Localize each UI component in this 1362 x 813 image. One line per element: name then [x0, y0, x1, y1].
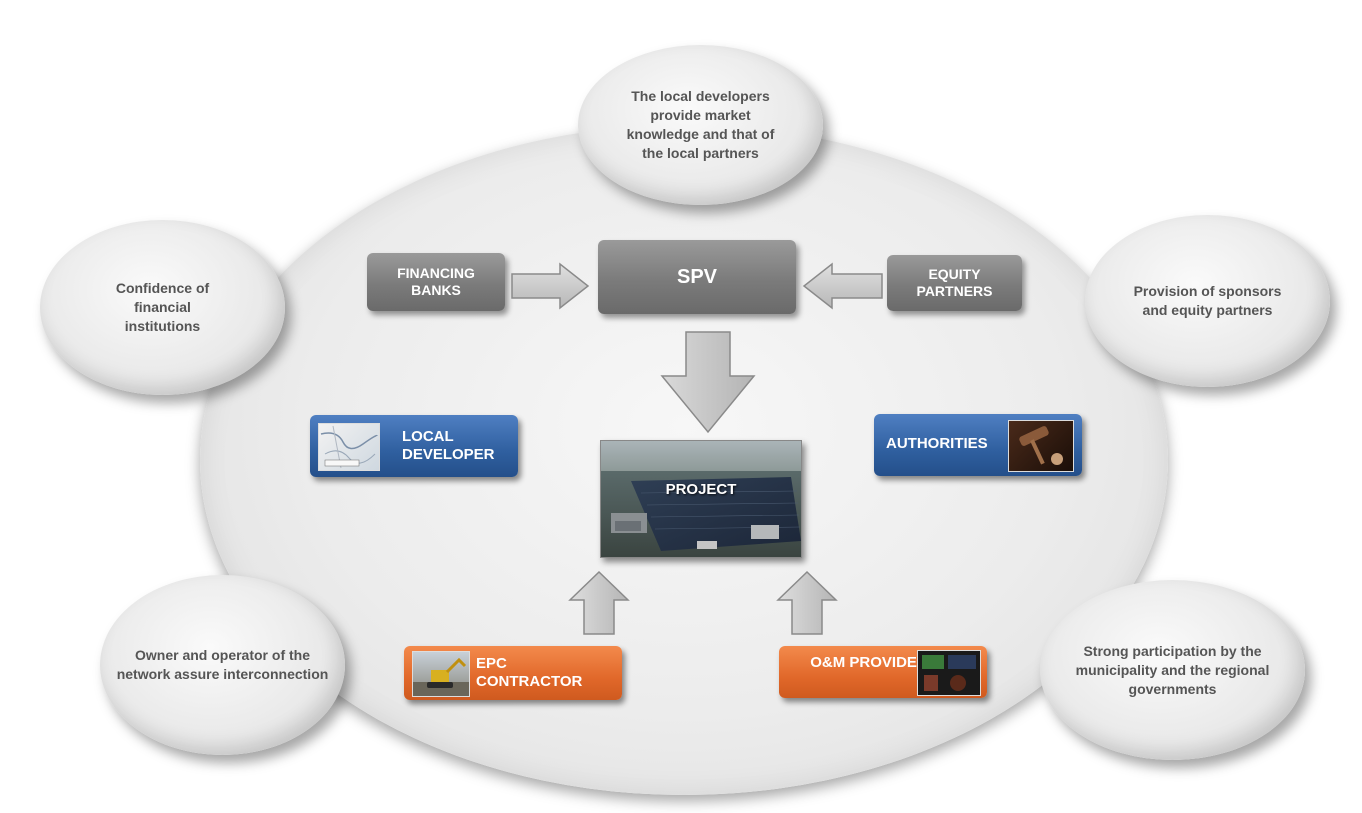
equity-partners-box: EQUITY PARTNERS: [887, 255, 1022, 311]
om-provider-box: O&M PROVIDER: [779, 646, 987, 698]
financing-banks-label: FINANCING BANKS: [397, 265, 475, 298]
bubble-network-operator: Owner and operator of the network assure…: [100, 575, 345, 755]
local-developer-label: LOCAL DEVELOPER: [402, 428, 495, 463]
financing-banks-box: FINANCING BANKS: [367, 253, 505, 311]
bubble-sponsors-text: Provision of sponsors and equity partner…: [1133, 283, 1282, 318]
arrow-right-icon: [510, 262, 590, 310]
om-provider-label: O&M PROVIDER: [810, 654, 928, 671]
bubble-network-operator-text: Owner and operator of the network assure…: [116, 647, 329, 682]
bubble-municipality: Strong participation by the municipality…: [1040, 580, 1305, 760]
arrow-left-icon: [802, 262, 884, 310]
arrow-up-left-icon: [568, 570, 630, 636]
bubble-financial-institutions: Confidence of financial institutions: [40, 220, 285, 395]
spv-label: SPV: [676, 265, 718, 288]
control-room-thumbnail-icon: [917, 650, 981, 696]
epc-contractor-box: EPC CONTRACTOR: [404, 646, 622, 700]
authorities-label: AUTHORITIES: [886, 435, 988, 452]
bubble-municipality-text: Strong participation by the municipality…: [1075, 642, 1270, 697]
equity-partners-label: EQUITY PARTNERS: [916, 266, 993, 299]
arrow-down-icon: [660, 330, 756, 434]
local-developer-box: LOCAL DEVELOPER: [310, 415, 518, 477]
epc-contractor-label: EPC CONTRACTOR: [476, 655, 583, 690]
solar-farm-image: [601, 441, 801, 557]
authorities-box: AUTHORITIES: [874, 414, 1082, 476]
map-thumbnail-icon: [318, 423, 380, 471]
arrow-up-right-icon: [776, 570, 838, 636]
excavator-thumbnail-icon: [412, 651, 470, 697]
spv-box: SPV: [598, 240, 796, 314]
bubble-local-developers: The local developers provide market know…: [578, 45, 823, 205]
bubble-sponsors: Provision of sponsors and equity partner…: [1085, 215, 1330, 387]
project-box: PROJECT: [600, 440, 802, 558]
project-label: PROJECT: [665, 481, 737, 498]
gavel-thumbnail-icon: [1008, 420, 1074, 472]
bubble-local-developers-text: The local developers provide market know…: [626, 88, 775, 161]
bubble-financial-institutions-text: Confidence of financial institutions: [115, 280, 210, 334]
